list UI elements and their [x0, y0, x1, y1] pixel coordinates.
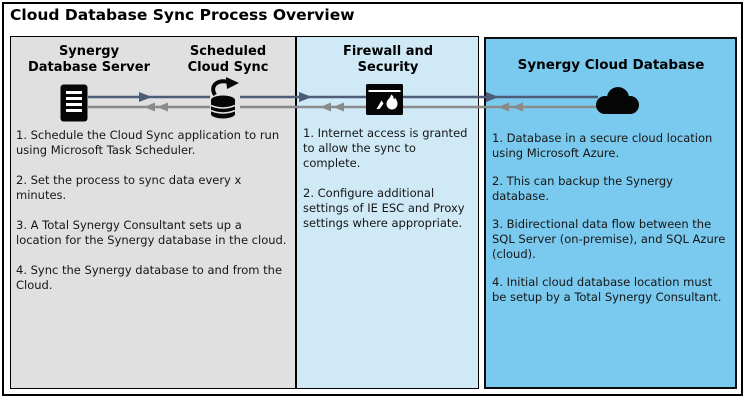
forward-arrow [240, 92, 368, 102]
step-text: 1. Schedule the Cloud Sync application t… [16, 128, 280, 157]
on-premise-steps: 1. Schedule the Cloud Sync application t… [16, 128, 290, 308]
panel-on-premise [10, 36, 296, 389]
firewall-steps: 1. Internet access is granted to allow t… [303, 126, 471, 246]
page-title: Cloud Database Sync Process Overview [10, 6, 355, 24]
header-synergy-cloud-database: Synergy Cloud Database [517, 57, 705, 73]
step-text: 3. A Total Synergy Consultant sets up a … [16, 218, 287, 247]
server-icon [60, 84, 88, 122]
step-text: 2. Set the process to sync data every x … [16, 173, 242, 202]
return-arrow [88, 102, 210, 112]
step-text: 1. Database in a secure cloud location u… [492, 131, 713, 160]
diagram-outer-border [2, 2, 743, 396]
step-text: 4. Initial cloud database location must … [492, 275, 722, 304]
return-arrow [402, 102, 598, 112]
forward-arrow [402, 92, 598, 102]
cloud-icon [596, 87, 639, 114]
database-sync-icon [210, 77, 239, 119]
flow-arrows-firewall-to-cloud [402, 92, 598, 112]
forward-arrow [88, 92, 210, 102]
step-text: 2. Configure additional settings of IE E… [303, 186, 465, 230]
flow-arrows-sync-to-firewall [240, 92, 368, 112]
step-text: 4. Sync the Synergy database to and from… [16, 263, 283, 292]
header-synergy-database-server: Synergy Database Server [27, 44, 150, 75]
step-text: 3. Bidirectional data flow between the S… [492, 217, 726, 261]
step-text: 1. Internet access is granted to allow t… [303, 126, 468, 170]
header-scheduled-cloud-sync: Scheduled Cloud Sync [187, 44, 269, 75]
flow-arrows-server-to-sync [88, 92, 210, 112]
firewall-icon [366, 84, 403, 115]
cloud-database-steps: 1. Database in a secure cloud location u… [492, 131, 730, 318]
header-firewall-and-security: Firewall and Security [342, 44, 434, 75]
step-text: 2. This can backup the Synergy database. [492, 174, 673, 203]
return-arrow [240, 102, 368, 112]
